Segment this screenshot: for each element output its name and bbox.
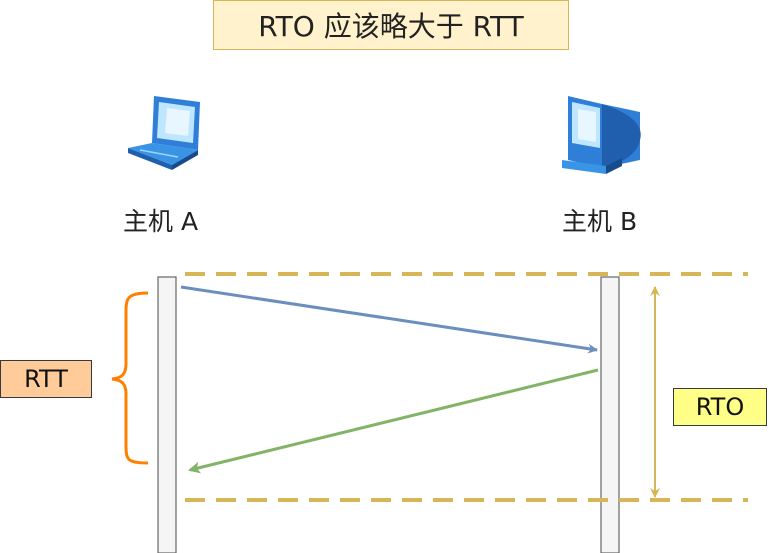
desktop-computer-icon	[562, 96, 641, 174]
diagram-title: RTO 应该略大于 RTT	[213, 0, 569, 50]
host-a-label: 主机 A	[123, 207, 199, 236]
host-b-lifeline	[600, 276, 620, 553]
rtt-label: RTT	[24, 365, 68, 393]
rtt-brace	[111, 291, 149, 465]
host-b-label: 主机 B	[562, 207, 638, 236]
rtt-label-box: RTT	[0, 360, 92, 398]
laptop-icon	[128, 96, 200, 170]
diagram-title-text: RTO 应该略大于 RTT	[258, 10, 524, 43]
rto-label: RTO	[695, 393, 745, 421]
rto-label-box: RTO	[673, 388, 767, 426]
host-a-lifeline	[157, 276, 177, 553]
send-arrow	[180, 285, 598, 354]
ack-arrow	[188, 368, 599, 474]
